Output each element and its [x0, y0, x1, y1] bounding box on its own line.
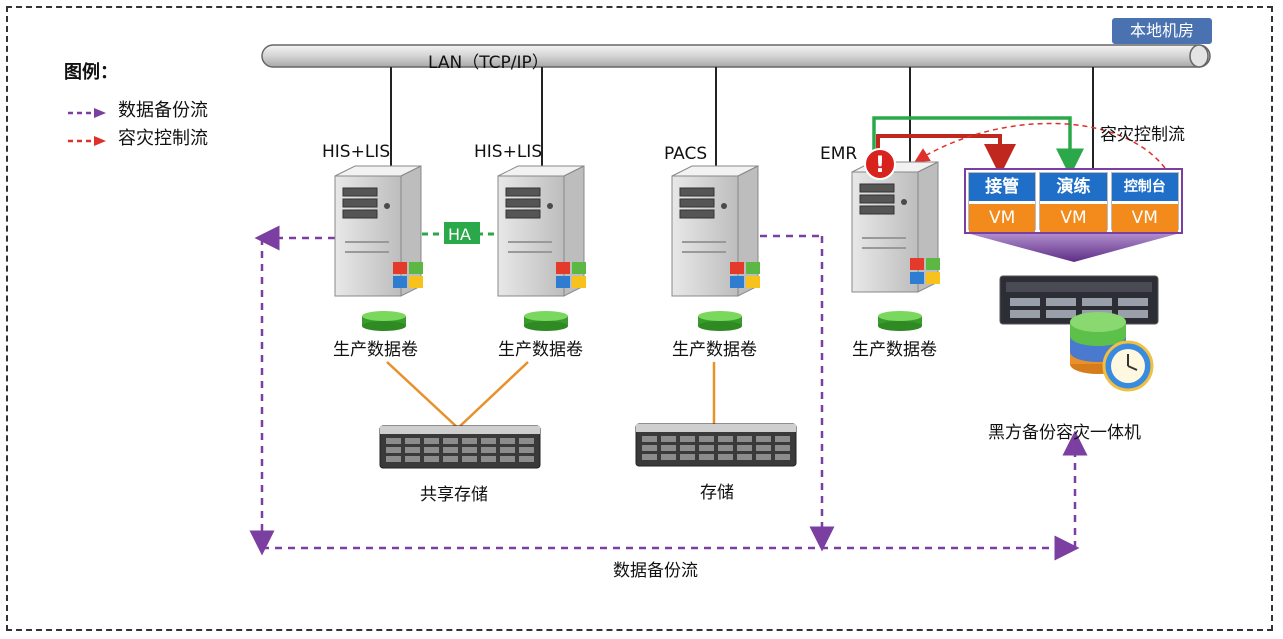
vm-funnel — [963, 232, 1184, 262]
storage-label-shared: 共享存储 — [420, 485, 488, 505]
backup-flow-lines — [249, 225, 1088, 561]
server-label-pacs: PACS — [664, 144, 708, 164]
legend-title: 图例： — [64, 62, 118, 83]
vm-takeover: 接管 VM — [968, 172, 1037, 232]
drill-flow — [872, 116, 1084, 177]
dr-control-label: 容灾控制流 — [1100, 125, 1185, 145]
volume-icon — [698, 311, 742, 331]
vm-drill: 演练 VM — [1039, 172, 1108, 232]
dr-control-flow — [914, 122, 1166, 169]
volume-label-4: 生产数据卷 — [852, 340, 937, 360]
ha-badge — [444, 222, 480, 244]
servers — [334, 161, 940, 297]
vm-takeover-vm: VM — [969, 204, 1036, 232]
server-label-emr: EMR — [820, 144, 858, 164]
vm-drill-vm: VM — [1040, 204, 1107, 232]
backup-flow-label: 数据备份流 — [613, 561, 698, 581]
volume-icon — [362, 311, 406, 331]
server-label-his-lis-2: HIS+LIS — [474, 142, 543, 162]
vm-takeover-label: 接管 — [969, 173, 1036, 201]
server-label-his-lis-1: HIS+LIS — [322, 142, 391, 162]
legend-backup-label: 数据备份流 — [118, 100, 208, 121]
volume-label-3: 生产数据卷 — [672, 340, 757, 360]
volume-icon — [524, 311, 568, 331]
volume-label-1: 生产数据卷 — [333, 340, 418, 360]
lan-bus — [261, 44, 1211, 68]
appliance-label: 黑方备份容灾一体机 — [988, 423, 1141, 443]
server-tower-icon — [671, 165, 760, 297]
server-tower-icon — [851, 161, 940, 293]
storage-array-icon — [379, 425, 541, 469]
lan-drops — [390, 67, 1094, 168]
storage-arrays — [379, 423, 797, 469]
backup-appliance-icon — [999, 275, 1159, 392]
room-badge: 本地机房 — [1112, 18, 1212, 44]
legend-item-backup: 数据备份流 — [66, 96, 208, 122]
volume-icon — [878, 311, 922, 331]
lan-label: LAN（TCP/IP） — [428, 53, 549, 73]
diagram-frame — [6, 6, 1273, 631]
vm-console-label: 控制台 — [1111, 173, 1178, 201]
storage-links — [386, 361, 716, 429]
vm-drill-label: 演练 — [1040, 173, 1107, 201]
svg-text:!: ! — [875, 153, 885, 178]
volume-label-2: 生产数据卷 — [498, 340, 583, 360]
legend-backup-swatch — [66, 103, 108, 118]
legend-item-dr: 容灾控制流 — [66, 124, 208, 150]
server-tower-icon — [497, 165, 586, 297]
storage-array-icon — [635, 423, 797, 467]
alert-icon: ! — [864, 148, 896, 180]
volumes — [362, 311, 922, 331]
server-tower-icon — [334, 165, 423, 297]
vm-panel: 接管 VM 演练 VM 控制台 VM — [964, 168, 1183, 234]
legend-dr-label: 容灾控制流 — [118, 128, 208, 149]
vm-console: 控制台 VM — [1110, 172, 1179, 232]
storage-label: 存储 — [700, 483, 734, 503]
legend-dr-swatch — [66, 131, 108, 146]
watermark: 搜狐号@泛地缘科技 — [1050, 599, 1249, 624]
takeover-flow — [876, 134, 1016, 176]
vm-console-vm: VM — [1111, 204, 1178, 232]
ha-label: HA — [448, 225, 471, 244]
